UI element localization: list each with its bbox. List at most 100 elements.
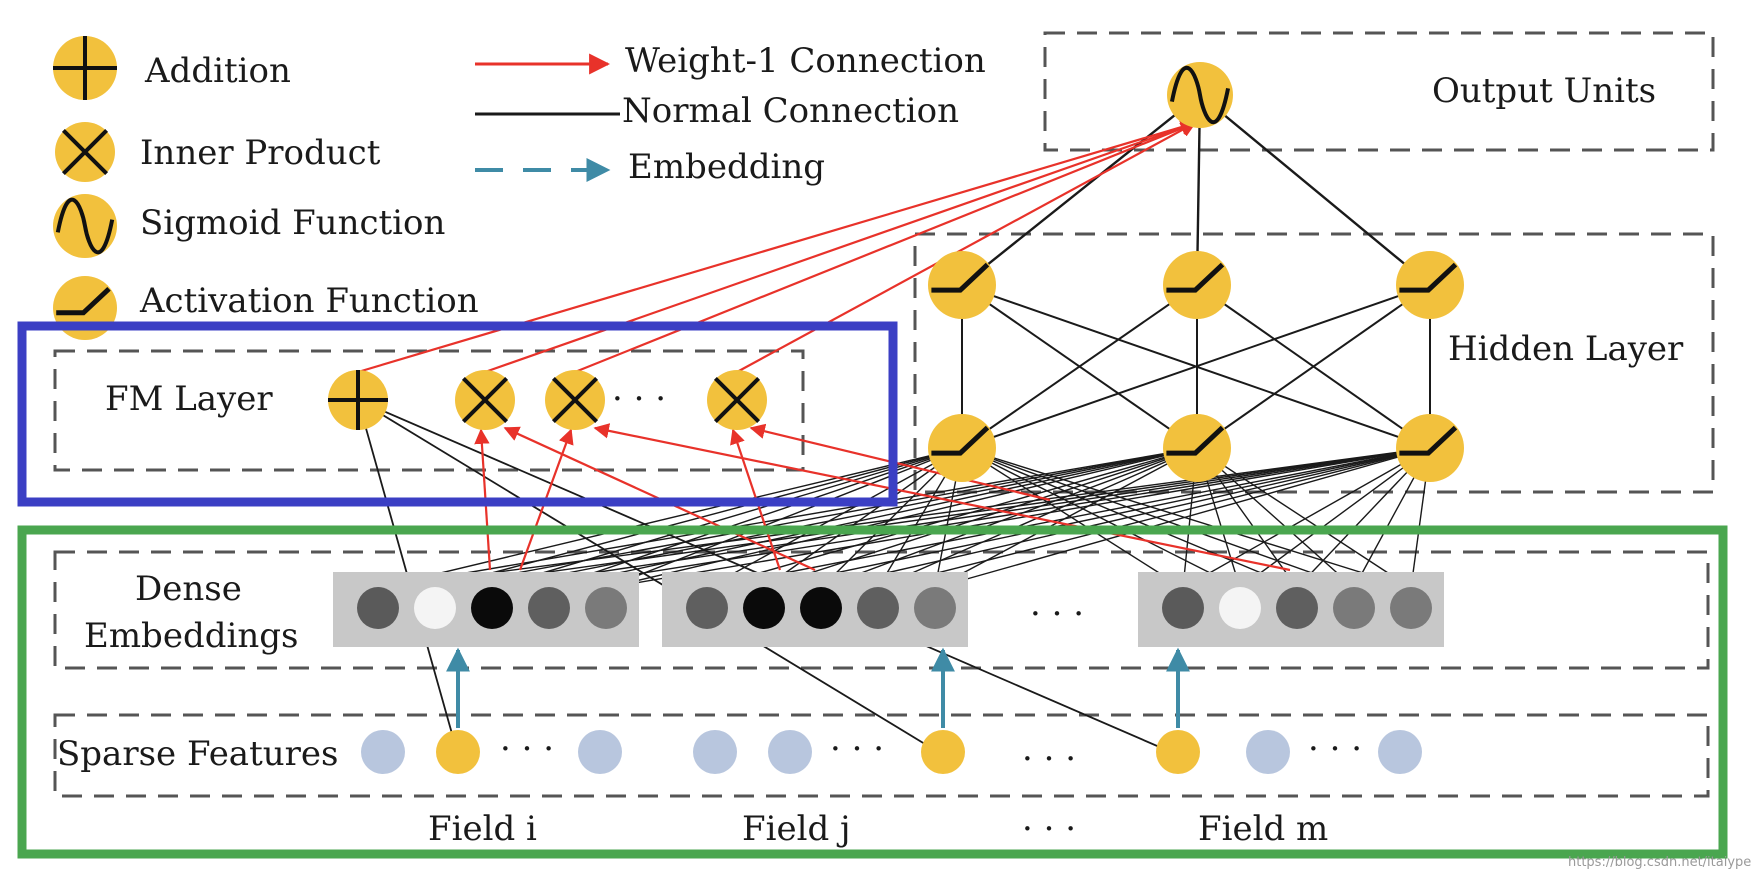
activation-glyph: [1166, 425, 1225, 456]
sparse-feature-node: [1378, 730, 1422, 774]
sparse-feature-node: [578, 730, 622, 774]
activation-glyph: [56, 286, 111, 316]
edge-hidden1-to-hidden2: [961, 284, 1431, 449]
cross-glyph: [551, 376, 599, 424]
dense-embedding-node: [357, 587, 399, 629]
legend-sigmoid-label: Sigmoid Function: [140, 203, 445, 243]
node-fill: [928, 414, 996, 482]
edge-dense-to-hidden1: [491, 447, 1431, 589]
dense-embedding-node: [1219, 587, 1261, 629]
field-i-label: Field i: [428, 809, 537, 849]
dense-ellipsis: · · ·: [1030, 594, 1084, 634]
field-m-label: Field m: [1198, 809, 1328, 849]
sparse-ellipsis-3: · · ·: [1022, 739, 1076, 779]
legend-embedding-label: Embedding: [628, 147, 825, 187]
edge-dense-to-hidden1: [706, 447, 1431, 589]
legend-activation-label: Activation Function: [139, 281, 479, 321]
dense-embedding-node: [414, 587, 456, 629]
legend-weight1-label: Weight-1 Connection: [625, 41, 986, 81]
activation-glyph: [1166, 262, 1225, 293]
legend-icons: [53, 36, 117, 340]
edge-fm-to-output: [484, 120, 1197, 374]
activation-glyph: [931, 262, 990, 293]
legend-inner-product-icon: [55, 122, 115, 182]
cross-glyph: [713, 376, 761, 424]
dense-embedding-node: [471, 587, 513, 629]
node-fill: [1163, 414, 1231, 482]
edge-dense-to-hidden1: [877, 447, 1431, 589]
edge-dense-to-hidden1: [548, 447, 1431, 589]
legend-inner-product-label: Inner Product: [140, 133, 381, 173]
legend-addition-icon: [53, 36, 117, 100]
sparse-feature-active-node: [1156, 730, 1200, 774]
output-units-box: [1043, 31, 1715, 152]
edge-dense-to-hidden1: [706, 447, 963, 589]
hidden2-activation-node: [1396, 251, 1464, 319]
nodes: [328, 62, 1464, 774]
sparse-feature-node: [768, 730, 812, 774]
sparse-features-label: Sparse Features: [57, 734, 338, 774]
hidden-layer-label: Hidden Layer: [1448, 329, 1684, 369]
hidden1-activation-node: [1163, 414, 1231, 482]
edge-dense-to-hidden1: [434, 447, 1198, 589]
plus-glyph: [328, 370, 388, 430]
dense-label-line1: Dense: [135, 569, 242, 609]
edge-hidden1-to-hidden2: [1196, 284, 1431, 449]
fm-inner-product-node: [707, 370, 767, 430]
legend-addition-label: Addition: [144, 51, 291, 91]
edge-dense-to-inner-product: [593, 423, 1291, 572]
edge-dense-to-hidden1: [934, 447, 1198, 589]
sparse-feature-active-node: [921, 730, 965, 774]
edge-dense-to-hidden1: [377, 447, 1198, 589]
edge-dense-to-hidden1: [934, 447, 1431, 589]
edge-dense-to-hidden1: [605, 447, 1198, 589]
node-fill: [1396, 251, 1464, 319]
edge-dense-to-hidden1: [491, 447, 963, 589]
output-units-label: Output Units: [1432, 71, 1656, 111]
dense-embedding-node: [1162, 587, 1204, 629]
sparse-ellipsis-2: · · ·: [830, 729, 884, 769]
edge-dense-to-hidden1: [1239, 447, 1431, 589]
sigmoid-glyph: [1169, 65, 1231, 125]
sparse-feature-node: [1246, 730, 1290, 774]
fm-inner-product-node: [545, 370, 605, 430]
watermark: https://blog.csdn.net/itaiype: [1568, 855, 1751, 870]
sparse-feature-active-node: [436, 730, 480, 774]
hidden1-activation-node: [928, 414, 996, 482]
sparse-feature-node: [361, 730, 405, 774]
edge-dense-to-hidden1: [706, 447, 1198, 589]
input-highlight-frame: [17, 525, 1728, 859]
node-fill: [928, 251, 996, 319]
dense-embedding-node: [1390, 587, 1432, 629]
edge-dense-to-hidden1: [1196, 447, 1355, 589]
edge-dense-to-hidden1: [961, 447, 1241, 589]
sparse-ellipsis-4: · · ·: [1308, 729, 1362, 769]
node-fill: [1163, 251, 1231, 319]
legend-sigmoid-icon: [53, 194, 117, 258]
sigmoid-glyph: [55, 197, 115, 255]
edge-hidden1-to-hidden2: [961, 284, 1198, 449]
fm-highlight-frame: [17, 321, 898, 507]
embedding-arrows: [446, 647, 1190, 728]
node-fill: [1396, 414, 1464, 482]
fm-ellipsis: · · ·: [612, 379, 666, 419]
edge-dense-to-hidden1: [820, 447, 1198, 589]
edge-dense-to-inner-product: [749, 423, 1051, 502]
sparse-ellipsis-1: · · ·: [500, 729, 554, 769]
edge-dense-to-hidden1: [763, 447, 1198, 589]
edge-dense-to-hidden1: [1182, 447, 1431, 589]
legend: Addition Inner Product Sigmoid Function …: [53, 36, 986, 340]
edge-dense-to-hidden1: [377, 447, 963, 589]
dense-embeddings-box: [53, 550, 1710, 670]
dense-embedding-node: [686, 587, 728, 629]
edge-hidden2-to-output: [961, 94, 1201, 286]
fm-layer-box: [53, 349, 805, 472]
sparse-feature-node: [693, 730, 737, 774]
edge-sparse-to-addition: [357, 399, 944, 756]
edge-dense-to-hidden1: [961, 447, 1184, 589]
edge-dense-to-hidden1: [434, 447, 1431, 589]
dense-embedding-node: [528, 587, 570, 629]
edge-dense-to-hidden1: [1196, 447, 1412, 589]
edge-dense-to-hidden1: [605, 447, 1431, 589]
